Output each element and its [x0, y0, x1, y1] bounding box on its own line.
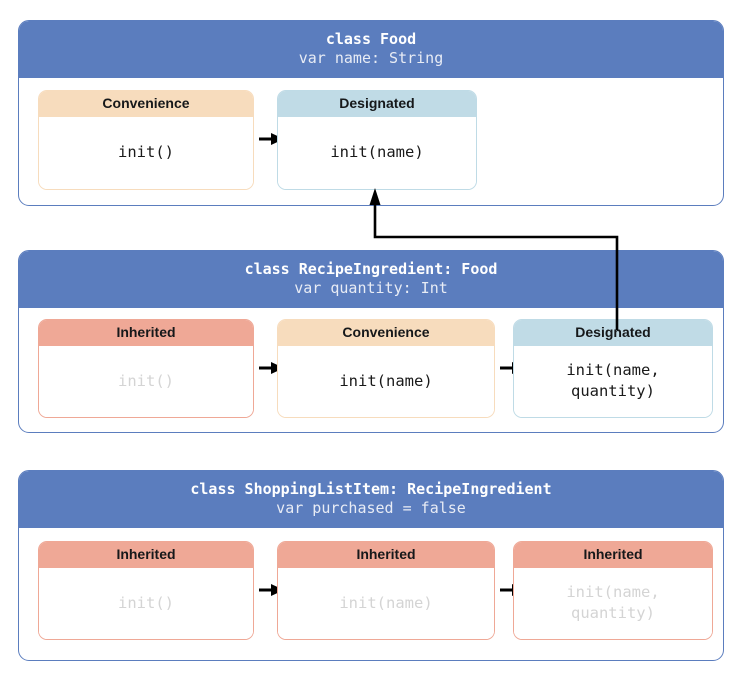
init-kind-label: Inherited: [514, 542, 712, 568]
class-body-shopping-list-item: Inherited init() Inherited init(name): [19, 528, 723, 659]
class-card-food: class Food var name: String Convenience …: [18, 20, 724, 206]
class-header-recipe-ingredient: class RecipeIngredient: Food var quantit…: [19, 251, 723, 309]
init-signature: init(): [39, 345, 253, 418]
init-box-food-designated[interactable]: Designated init(name): [277, 90, 477, 191]
init-box-recipe-inherited[interactable]: Inherited init(): [38, 319, 254, 419]
init-signature: init(name): [278, 116, 476, 190]
class-header-shopping-list-item: class ShoppingListItem: RecipeIngredient…: [19, 471, 723, 529]
init-kind-label: Inherited: [39, 542, 253, 568]
init-kind-label: Convenience: [278, 320, 494, 346]
init-kind-label: Designated: [514, 320, 712, 346]
class-card-recipe-ingredient: class RecipeIngredient: Food var quantit…: [18, 250, 724, 433]
init-box-food-convenience[interactable]: Convenience init(): [38, 90, 254, 191]
class-signature: class Food: [325, 30, 417, 48]
init-signature: init(): [39, 567, 253, 640]
class-property: var quantity: Int: [294, 279, 448, 298]
init-kind-label: Designated: [278, 91, 476, 117]
init-box-recipe-designated[interactable]: Designated init(name, quantity): [513, 319, 713, 419]
init-signature: init(name, quantity): [514, 345, 712, 418]
class-signature: class RecipeIngredient: Food: [244, 260, 498, 278]
init-kind-label: Convenience: [39, 91, 253, 117]
init-kind-label: Inherited: [278, 542, 494, 568]
init-kind-label: Inherited: [39, 320, 253, 346]
class-property: var name: String: [298, 49, 444, 68]
class-body-recipe-ingredient: Inherited init() Convenience init(name): [19, 308, 723, 431]
init-signature: init(name): [278, 567, 494, 640]
class-header-food: class Food var name: String: [19, 21, 723, 79]
init-box-recipe-convenience[interactable]: Convenience init(name): [277, 319, 495, 419]
init-box-shopping-inherited-2[interactable]: Inherited init(name): [277, 541, 495, 641]
init-box-shopping-inherited-3[interactable]: Inherited init(name, quantity): [513, 541, 713, 641]
init-signature: init(): [39, 116, 253, 190]
class-signature: class ShoppingListItem: RecipeIngredient: [190, 480, 552, 498]
init-signature: init(name): [278, 345, 494, 418]
class-property: var purchased = false: [276, 499, 466, 518]
class-body-food: Convenience init() Designated init(name): [19, 78, 723, 204]
class-card-shopping-list-item: class ShoppingListItem: RecipeIngredient…: [18, 470, 724, 661]
init-box-shopping-inherited-1[interactable]: Inherited init(): [38, 541, 254, 641]
init-signature: init(name, quantity): [514, 567, 712, 640]
